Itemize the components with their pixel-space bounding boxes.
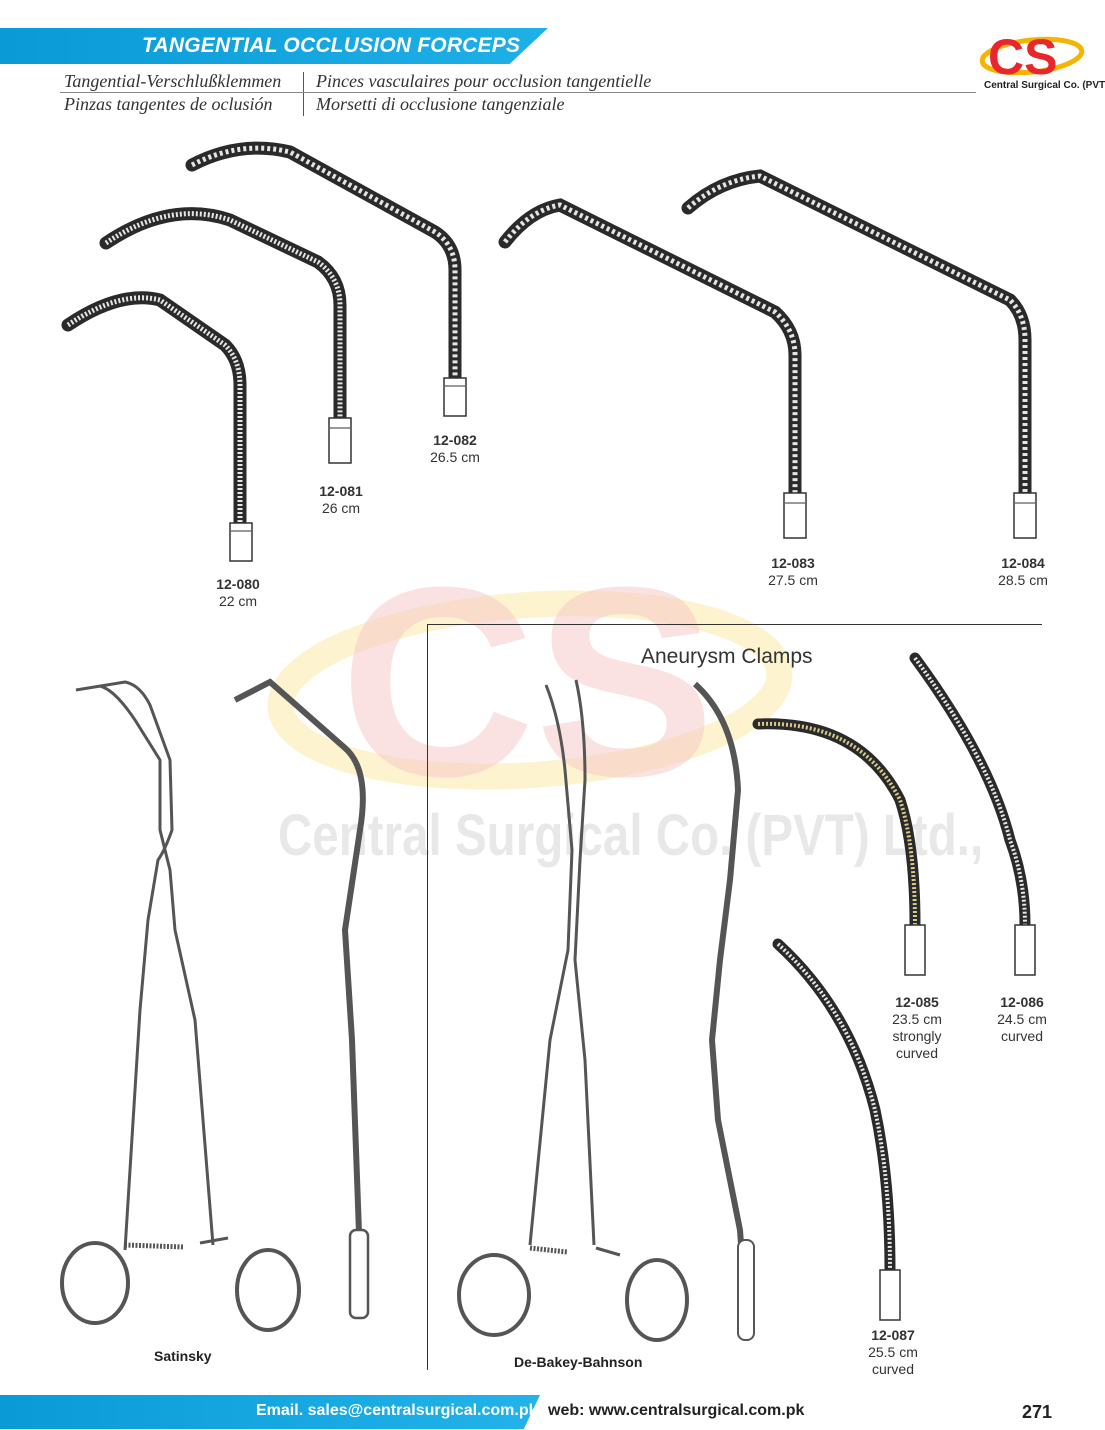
forceps-12-081-illustration xyxy=(99,207,352,464)
forceps-12-084-illustration xyxy=(681,169,1037,539)
debakey-bahnson-illustration xyxy=(457,679,755,1342)
product-code: 12-086 xyxy=(1000,994,1044,1010)
product-size: 26.5 cm xyxy=(430,449,480,465)
aneurysm-clamp-12-086-illustration xyxy=(909,652,1036,976)
subtitle-spanish: Pinzas tangentes de oclusión xyxy=(64,94,273,114)
product-code: 12-080 xyxy=(216,576,260,592)
aneurysm-clamp-12-087-illustration xyxy=(772,938,901,1321)
satinsky-name: Satinsky xyxy=(154,1348,212,1364)
product-size: 28.5 cm xyxy=(998,572,1048,588)
product-size: 22 cm xyxy=(218,593,258,609)
subtitle-french: Pinces vasculaires pour occlusion tangen… xyxy=(316,71,652,91)
forceps-12-080-illustration xyxy=(61,291,253,562)
product-size: 23.5 cm xyxy=(892,1011,942,1027)
product-label-12-086: 12-086 24.5 cm curved xyxy=(967,994,1077,1045)
page-number: 271 xyxy=(1022,1402,1053,1422)
header-rule xyxy=(60,92,976,93)
forceps-12-082-illustration xyxy=(185,141,467,417)
product-code: 12-083 xyxy=(771,555,815,571)
product-size: 24.5 cm xyxy=(997,1011,1047,1027)
product-note: strongly xyxy=(892,1028,942,1044)
footer-bar xyxy=(0,1395,540,1429)
product-code: 12-085 xyxy=(895,994,939,1010)
logo-caption: Central Surgical Co. (PVT) Ltd., xyxy=(984,80,1105,91)
satinsky-illustration xyxy=(60,678,370,1332)
subtitle-german: Tangential-Verschlußklemmen xyxy=(64,71,282,91)
aneurysm-clamps-heading: Aneurysm Clamps xyxy=(641,645,813,668)
product-label-12-080: 12-080 22 cm xyxy=(183,576,293,610)
section-divider-vertical xyxy=(427,624,428,1370)
forceps-12-083-illustration xyxy=(498,198,807,539)
footer-email[interactable]: Email. sales@centralsurgical.com.pk xyxy=(256,1402,538,1419)
company-logo: CS xyxy=(979,29,1085,85)
product-label-12-087: 12-087 25.5 cm curved xyxy=(838,1327,948,1378)
section-divider-horizontal xyxy=(427,624,1042,625)
subtitle-italian: Morsetti di occlusione tangenziale xyxy=(316,94,565,114)
product-note: curved xyxy=(871,1361,915,1377)
subtitle-divider xyxy=(303,72,304,116)
product-size: 27.5 cm xyxy=(768,572,818,588)
product-label-12-083: 12-083 27.5 cm xyxy=(738,555,848,589)
product-label-12-081: 12-081 26 cm xyxy=(286,483,396,517)
page-title: TANGENTIAL OCCLUSION FORCEPS xyxy=(142,34,521,57)
product-label-12-082: 12-082 26.5 cm xyxy=(400,432,510,466)
product-size: 25.5 cm xyxy=(868,1344,918,1360)
logo-letters: CS xyxy=(988,29,1057,85)
product-size: 26 cm xyxy=(321,500,361,516)
aneurysm-clamp-12-085-illustration xyxy=(752,718,926,976)
product-note: curved xyxy=(895,1045,939,1061)
product-code: 12-082 xyxy=(433,432,477,448)
product-code: 12-084 xyxy=(1001,555,1045,571)
footer-website[interactable]: web: www.centralsurgical.com.pk xyxy=(548,1402,805,1419)
product-code: 12-081 xyxy=(319,483,363,499)
product-code: 12-087 xyxy=(871,1327,915,1343)
product-note: curved xyxy=(1000,1028,1044,1044)
product-label-12-084: 12-084 28.5 cm xyxy=(968,555,1078,589)
title-bar xyxy=(0,28,548,64)
product-label-12-085: 12-085 23.5 cm strongly curved xyxy=(862,994,972,1062)
debakey-bahnson-name: De-Bakey-Bahnson xyxy=(514,1354,643,1370)
